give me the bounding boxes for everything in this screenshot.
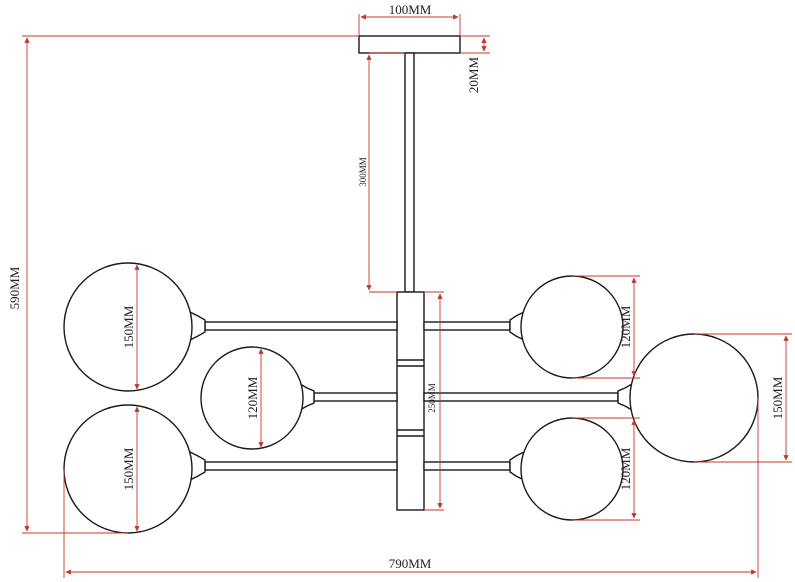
central-body xyxy=(396,291,425,511)
label-globe-center-left: 120MM xyxy=(245,376,260,419)
dimension-lines xyxy=(22,14,792,578)
globe-right-bottom xyxy=(520,417,624,521)
arm-right-bottom xyxy=(423,461,511,471)
label-globe-right-top: 120MM xyxy=(618,305,633,348)
label-canopy-width: 100MM xyxy=(389,2,432,17)
canopy xyxy=(358,35,461,54)
label-globe-right-bottom: 120MM xyxy=(618,447,633,490)
label-total-height: 590MM xyxy=(7,266,22,309)
globe-center-left xyxy=(200,346,304,450)
globe-left-top xyxy=(63,262,193,392)
label-globe-left-bottom: 150MM xyxy=(121,447,136,490)
globe-far-right xyxy=(629,333,759,463)
dimension-labels: 100MM 20MM 300MM 590MM 250MM 790MM 150MM… xyxy=(7,2,785,571)
globe-right-top xyxy=(520,275,624,379)
arm-left-bottom xyxy=(204,461,398,471)
arm-right-top xyxy=(423,321,511,331)
fixture xyxy=(63,35,759,534)
label-globe-left-top: 150MM xyxy=(121,305,136,348)
arm-right-mid xyxy=(423,392,619,402)
arm-left-top xyxy=(204,321,398,331)
label-canopy-height: 20MM xyxy=(466,57,481,94)
label-rod-length: 300MM xyxy=(358,157,368,187)
arm-left-mid xyxy=(313,392,398,402)
suspension-rod xyxy=(404,52,415,293)
label-total-width: 790MM xyxy=(389,556,432,571)
label-globe-far-right: 150MM xyxy=(770,376,785,419)
label-body-height: 250MM xyxy=(427,383,437,413)
